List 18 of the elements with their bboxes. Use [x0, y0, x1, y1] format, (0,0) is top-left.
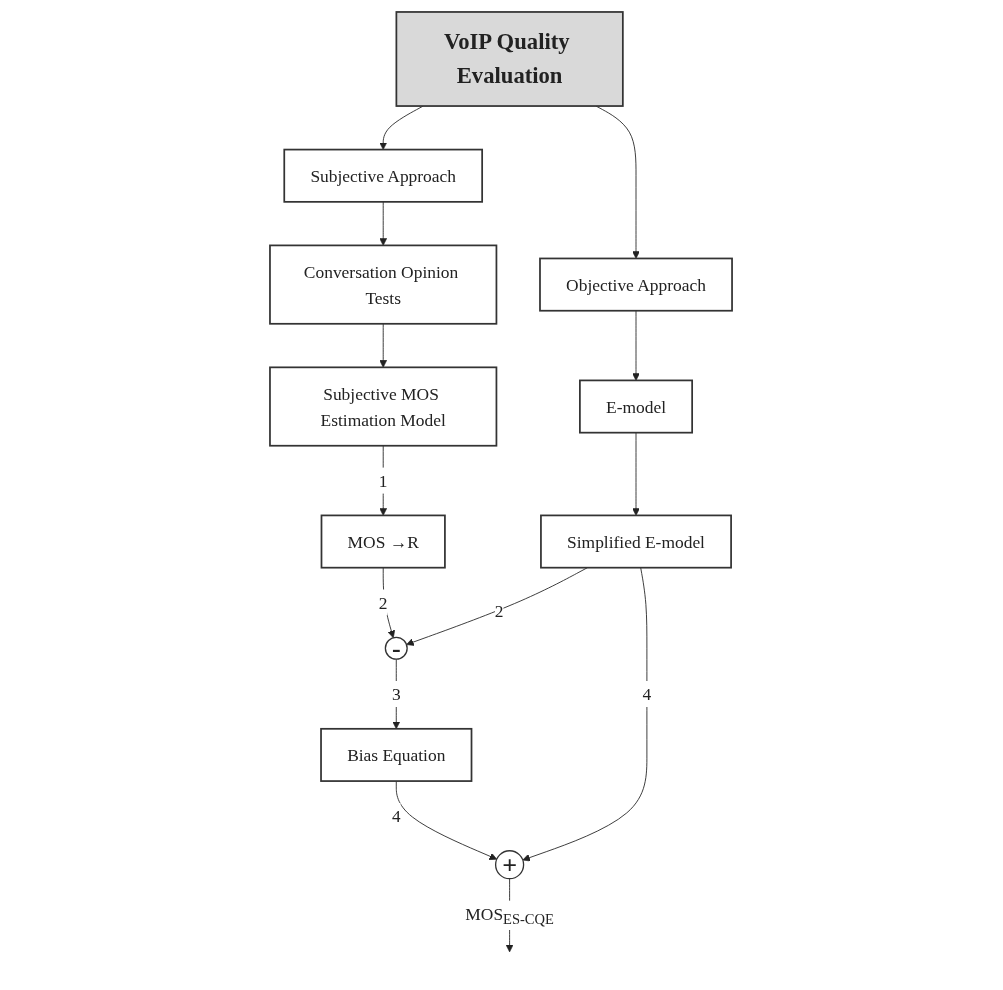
edge-label: MOS$_{ES-CQE}$: [465, 903, 555, 928]
node-box: Subjective Approach: [283, 148, 484, 203]
edge-label: 1: [379, 470, 389, 491]
node-box: VoIP Quality Evaluation: [396, 11, 625, 107]
edge-label: 4: [643, 684, 652, 704]
edge-label: 4: [392, 806, 402, 826]
node-box: MOS →R: [321, 514, 447, 569]
node-box: Subjective MOS Estimation Model: [269, 366, 498, 447]
node-box: Conversation Opinion Tests: [269, 244, 498, 325]
edge-label: 2: [495, 601, 505, 621]
edge-label: 2: [379, 592, 389, 613]
node-circle: +: [495, 850, 525, 880]
node-circle: -: [385, 636, 409, 660]
node-box: Bias Equation: [320, 727, 473, 782]
node-box: E-model: [579, 379, 694, 434]
node-box: Simplified E-model: [540, 514, 733, 569]
edge-label: 3: [392, 684, 402, 704]
node-box: Objective Approach: [539, 257, 734, 312]
